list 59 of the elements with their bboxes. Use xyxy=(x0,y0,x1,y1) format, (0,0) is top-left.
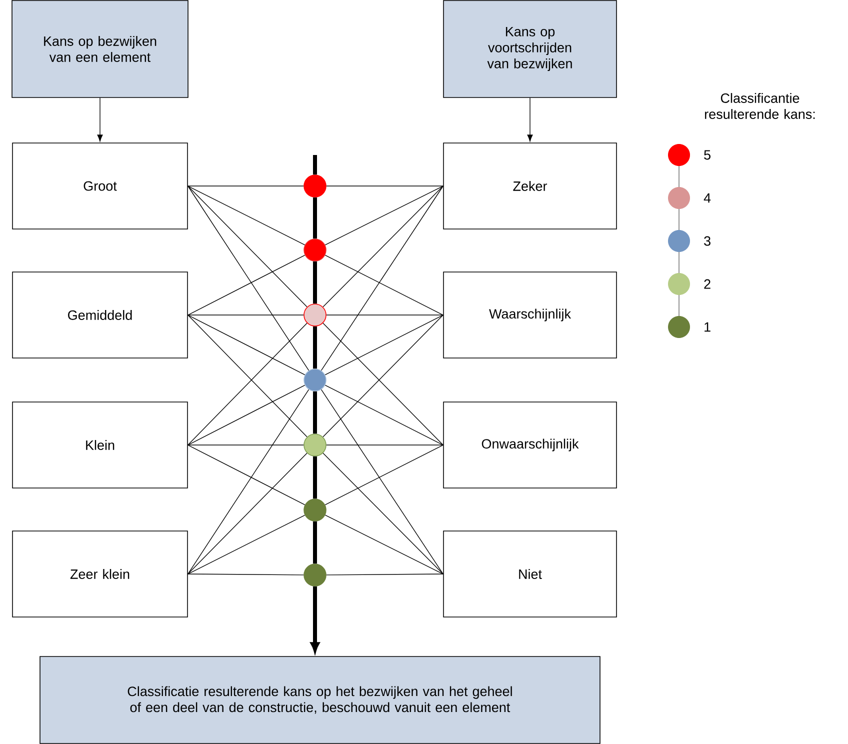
legend-text: 1 xyxy=(704,322,710,332)
legend-text: 3 xyxy=(704,236,710,246)
connector-line xyxy=(324,186,444,246)
connector-line xyxy=(188,314,304,316)
header-box: Kans op voortschrijden van bezwijken xyxy=(443,0,617,98)
connector-line xyxy=(188,514,306,574)
category-box: Niet xyxy=(443,530,617,618)
arrow xyxy=(97,98,103,142)
axis-line xyxy=(313,521,317,564)
connector-line xyxy=(188,574,304,576)
connector-line xyxy=(188,314,306,376)
connector-line xyxy=(188,444,304,446)
classification-dot xyxy=(304,498,326,522)
connector-line xyxy=(188,186,310,371)
connector-line xyxy=(188,444,306,506)
connector-line xyxy=(320,186,444,371)
classification-dot xyxy=(304,368,326,392)
connector-line xyxy=(322,186,444,308)
connector-line xyxy=(324,384,444,446)
legend-text: 5 xyxy=(704,150,710,160)
result-box: Classificatie resulterende kans op het bezwijken van het geheel of een deel van de constructie, beschouwd vanuit een element xyxy=(40,656,600,744)
axis-line xyxy=(313,197,317,239)
axis-line xyxy=(313,326,317,369)
legend-text: 2 xyxy=(704,279,710,289)
axis-line xyxy=(313,391,317,434)
category-box: Onwaarschijnlijk xyxy=(443,402,617,488)
axis-line xyxy=(313,155,317,175)
connector-line xyxy=(320,389,444,574)
category-box: Waarschijnlijk xyxy=(443,272,617,358)
connector-line xyxy=(188,186,308,308)
connector-line xyxy=(188,254,306,316)
connector-line xyxy=(326,444,444,446)
legend-title: Classificantie resulterende kans: xyxy=(705,93,815,119)
category-box: Zeker xyxy=(443,142,617,230)
connector-line xyxy=(188,186,306,246)
header-box: Kans op bezwijken van een element xyxy=(12,0,188,98)
legend-text: 4 xyxy=(704,193,711,203)
category-box: Klein xyxy=(12,402,188,488)
connector-line xyxy=(326,574,444,576)
category-box: Zeer klein xyxy=(12,530,188,618)
classification-dot xyxy=(304,564,326,586)
classification-dot xyxy=(304,174,326,198)
connector-line xyxy=(188,452,308,574)
connector-line xyxy=(188,384,306,446)
connector-line xyxy=(324,314,444,376)
arrow xyxy=(527,98,533,142)
connector-line xyxy=(188,389,310,574)
category-box: Groot xyxy=(12,142,188,230)
category-box: Gemiddeld xyxy=(12,272,188,358)
connector-line xyxy=(326,314,444,316)
axis-line xyxy=(313,261,317,304)
classification-dot xyxy=(304,238,326,262)
connector-line xyxy=(324,254,444,316)
connector-line xyxy=(322,452,444,574)
connector-line xyxy=(324,514,444,574)
connector-line xyxy=(324,444,444,506)
axis-line xyxy=(313,456,317,499)
classification-dot xyxy=(304,304,326,326)
classification-dot xyxy=(304,434,326,456)
